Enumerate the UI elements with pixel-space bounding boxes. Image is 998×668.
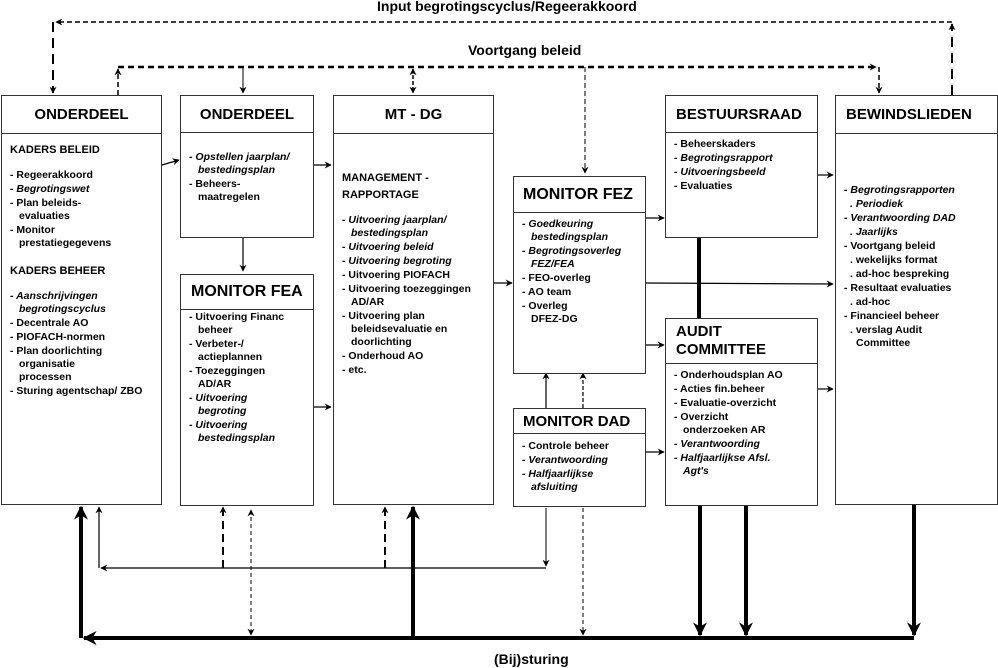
box-title: MONITOR FEA bbox=[181, 275, 313, 310]
input-cycle-arrow bbox=[49, 18, 956, 95]
list-item: . ad-hoc bbox=[850, 296, 891, 308]
list-item: - Uitvoering jaarplan/ bestedingsplan bbox=[342, 214, 447, 239]
list-item: - Plan doorlichting organisatie processe… bbox=[10, 345, 103, 383]
list-item: - Begrotingsrapporten bbox=[844, 184, 955, 196]
list-item: - Goedkeuring bestedingsplan bbox=[522, 218, 609, 243]
list-item: - Uitvoering PIOFACH bbox=[342, 269, 450, 281]
list-item: - Overzicht onderzoeken AR bbox=[674, 411, 766, 436]
list-item: - Uitvoering toezeggingen AD/AR bbox=[342, 283, 471, 308]
list-item: - Acties fin.beheer bbox=[674, 383, 765, 395]
list-item: - Controle beheer bbox=[522, 440, 609, 452]
list-item: - Financieel beheer bbox=[844, 310, 940, 322]
list-item: - Begrotingsrapport bbox=[674, 152, 773, 164]
list-item: . wekelijks format bbox=[850, 254, 938, 266]
progress-policy-label: Voortgang beleid bbox=[468, 42, 582, 58]
onderdeel-box-1: ONDERDEEL KADERS BELEID - Regeerakkoord … bbox=[1, 95, 162, 505]
list-item: - Toezeggingen AD/AR bbox=[189, 365, 266, 390]
monitor-fez-box: MONITOR FEZ - Goedkeuring bestedingsplan… bbox=[513, 176, 646, 374]
list-item: - Monitor prestatiegegevens bbox=[10, 224, 112, 249]
list-item: - Onderhoud AO bbox=[342, 350, 424, 362]
list-item: - Sturing agentschap/ ZBO bbox=[10, 385, 143, 397]
list-item: - FEO-overleg bbox=[522, 272, 591, 284]
box-body: MANAGEMENT - RAPPORTAGE - Uitvoering jaa… bbox=[334, 134, 493, 377]
progress-policy-arrows bbox=[114, 63, 883, 174]
list-item: - etc. bbox=[342, 364, 367, 376]
list-item: - Overleg DFEZ-DG bbox=[522, 300, 578, 325]
box-title: MONITOR DAD bbox=[514, 409, 645, 434]
list-item: - Begrotingsoverleg FEZ/FEA bbox=[522, 245, 622, 270]
list-item: - Beheers-maatregelen bbox=[189, 178, 260, 203]
list-item: . ad-hoc bespreking bbox=[850, 268, 950, 280]
onderdeel-box-2: ONDERDEEL - Opstellen jaarplan/ bestedin… bbox=[180, 95, 314, 238]
list-item: - Aanschrijvingen begrotingscyclus bbox=[10, 290, 106, 315]
box-body: - Uitvoering Financ beheer - Verbeter-/ … bbox=[181, 310, 313, 445]
steering-label: (Bij)sturing bbox=[494, 651, 569, 667]
section-heading: MANAGEMENT - RAPPORTAGE bbox=[342, 172, 429, 201]
box-title: BEWINDSLIEDEN bbox=[836, 96, 997, 134]
input-cycle-label: Input begrotingscyclus/Regeerakkoord bbox=[377, 0, 637, 14]
box-body: - Beheerskaders - Begrotingsrapport - Ui… bbox=[666, 133, 817, 193]
box-body: - Opstellen jaarplan/ bestedingsplan - B… bbox=[181, 133, 313, 204]
box-body: KADERS BELEID - Regeerakkoord - Begrotin… bbox=[2, 134, 161, 398]
box-title: ONDERDEEL bbox=[181, 96, 313, 133]
list-item: - Resultaat evaluaties bbox=[844, 282, 952, 294]
list-item: - Uitvoering beleid bbox=[342, 241, 434, 253]
list-item: - Verantwoording bbox=[674, 438, 760, 450]
list-item: - Evaluatie-overzicht bbox=[674, 397, 777, 409]
list-item: - Verbeter-/ actieplannen bbox=[189, 338, 263, 363]
section-heading: KADERS BELEID bbox=[10, 144, 100, 156]
list-item: - Uitvoeringsbeeld bbox=[674, 166, 766, 178]
list-item: . Periodiek bbox=[850, 198, 904, 210]
box-title: MONITOR FEZ bbox=[514, 177, 645, 213]
list-item: - Begrotingswet bbox=[10, 183, 90, 195]
list-item: - Onderhoudsplan AO bbox=[674, 369, 783, 381]
list-item: - AO team bbox=[522, 286, 572, 298]
list-item: - PIOFACH-normen bbox=[10, 331, 106, 343]
list-item: . verslag Audit Committee bbox=[850, 324, 922, 349]
box-body: - Onderhoudsplan AO - Acties fin.beheer … bbox=[666, 364, 817, 478]
list-item: - Beheerskaders bbox=[674, 138, 756, 150]
list-item: - Uitvoering Financ beheer bbox=[189, 311, 285, 336]
box-title: AUDIT COMMITTEE bbox=[676, 323, 766, 358]
box-title: MT - DG bbox=[334, 96, 493, 134]
box-body: - Begrotingsrapporten . Periodiek - Vera… bbox=[836, 134, 997, 350]
list-item: - Halfjaarlijkse afsluiting bbox=[522, 468, 594, 493]
list-item: - Decentrale AO bbox=[10, 317, 89, 329]
list-item: - Uitvoering begroting bbox=[342, 255, 452, 267]
list-item: - Evaluaties bbox=[674, 180, 733, 192]
list-item: - Opstellen jaarplan/ bestedingsplan bbox=[189, 151, 290, 176]
list-item: . Jaarlijks bbox=[850, 226, 898, 238]
monitor-dad-box: MONITOR DAD - Controle beheer - Verantwo… bbox=[513, 408, 646, 507]
list-item: - Uitvoering begroting bbox=[189, 392, 248, 417]
list-item: - Regeerakkoord bbox=[10, 169, 93, 181]
section-heading: KADERS BEHEER bbox=[10, 265, 106, 277]
box-title: BESTUURSRAAD bbox=[666, 96, 817, 133]
bestuursraad-box: BESTUURSRAAD - Beheerskaders - Begroting… bbox=[665, 95, 818, 238]
bewindslieden-box: BEWINDSLIEDEN - Begrotingsrapporten . Pe… bbox=[835, 95, 998, 505]
box-title: ONDERDEEL bbox=[2, 96, 161, 134]
feedback-lines bbox=[74, 503, 921, 645]
list-item: - Plan beleids-evaluaties bbox=[10, 197, 82, 222]
list-item: - Uitvoering plan beleidsevaluatie en do… bbox=[342, 310, 448, 348]
mt-dg-box: MT - DG MANAGEMENT - RAPPORTAGE - Uitvoe… bbox=[333, 95, 494, 505]
box-body: - Goedkeuring bestedingsplan - Begroting… bbox=[514, 213, 645, 326]
list-item: - Verantwoording bbox=[522, 454, 608, 466]
box-body: - Controle beheer - Verantwoording - Hal… bbox=[514, 434, 645, 494]
list-item: - Verantwoording DAD bbox=[844, 212, 956, 224]
list-item: - Halfjaarlijkse Afsl. Agt's bbox=[674, 452, 771, 477]
list-item: - Uitvoering bestedingsplan bbox=[189, 419, 276, 444]
flow-arrows bbox=[161, 158, 834, 456]
list-item: - Voortgang beleid bbox=[844, 240, 936, 252]
audit-committee-box: AUDIT COMMITTEE - Onderhoudsplan AO - Ac… bbox=[665, 318, 818, 506]
monitor-fea-box: MONITOR FEA - Uitvoering Financ beheer -… bbox=[180, 274, 314, 506]
